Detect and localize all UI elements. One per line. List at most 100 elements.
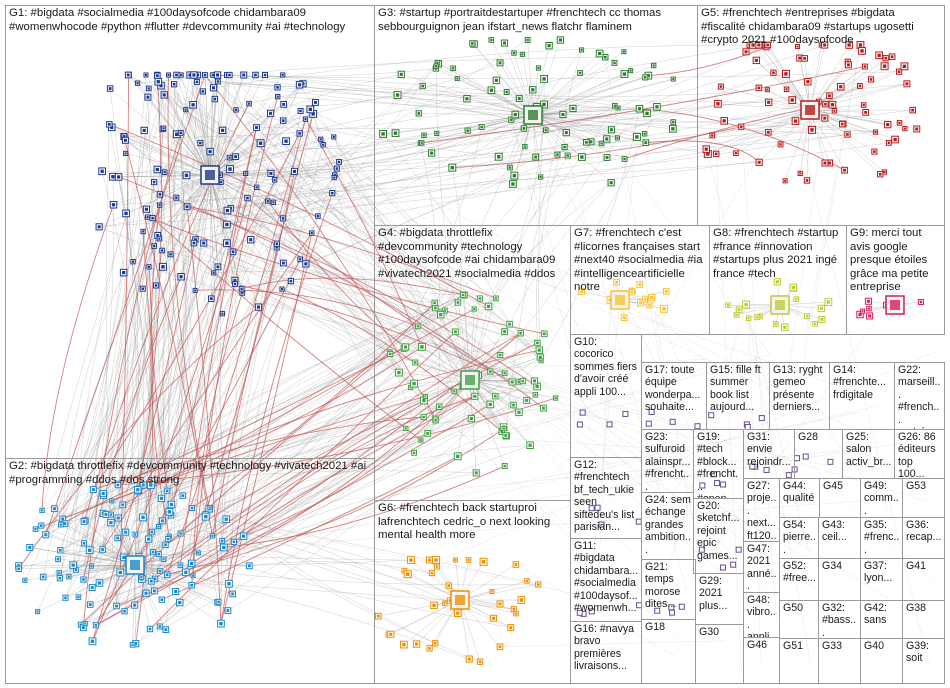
group-panel-g29: G29: 2021 plus...: [695, 573, 744, 625]
group-label-g54: G54: pierre...: [783, 519, 816, 556]
group-panel-g17: G17: toute équipe wonderpa... souhaite..…: [641, 362, 707, 430]
group-panel-g23: G23: sulfuroid alainspr... #frencht...: [641, 429, 694, 493]
group-label-g17: G17: toute équipe wonderpa... souhaite..…: [645, 364, 701, 414]
group-label-g48: G48: vibro... appli...: [747, 594, 776, 638]
group-label-g21: G21: temps morose dites...: [645, 561, 681, 611]
group-panel-g50: G50: [779, 600, 819, 639]
group-panel-g49: G49: comm...: [860, 478, 903, 518]
group-label-g15: G15: fille ft summer book list aujourd..…: [710, 364, 761, 414]
group-label-g1: G1: #bigdata #socialmedia #100daysofcode…: [9, 7, 346, 33]
group-label-g33: G33: [822, 640, 843, 652]
group-label-g10: G10: cocorico sommes fiers d'avoir créé …: [574, 336, 637, 398]
group-panel-g14: G14: #frenchte... frdigitale: [829, 362, 895, 430]
group-panel-g25: G25: salon activ_br...: [842, 429, 895, 479]
group-label-g27: G27: proje... next... ft120...: [747, 480, 777, 542]
group-panel-g32: G32: #bass...: [818, 600, 861, 639]
group-panel-g4: G4: #bigdata throttlefix #devcommunity #…: [374, 225, 571, 501]
group-panel-g20: G20: sketchf... rejoint epic games...: [693, 498, 744, 574]
group-panel-g47: G47: 2021 anné...: [743, 541, 780, 593]
group-label-g50: G50: [783, 602, 804, 614]
group-panel-g6: G6: #frenchtech back startuproi lafrench…: [374, 500, 571, 684]
group-label-g7: G7: #frenchtech c'est #licornes français…: [574, 227, 703, 294]
group-label-g18: G18: [645, 621, 666, 633]
group-panel-g9: G9: merci tout avis google presque étoil…: [846, 225, 945, 335]
group-panel-g21: G21: temps morose dites...: [641, 559, 696, 620]
group-panel-g13: G13: ryght gemeo présente derniers...: [769, 362, 830, 430]
group-label-g6: G6: #frenchtech back startuproi lafrench…: [378, 502, 551, 542]
group-panel-g30: G30: [695, 624, 744, 684]
group-label-g2: G2: #bigdata throttlefix #devcommunity #…: [9, 460, 367, 486]
group-panel-g43: G43: ceil...: [818, 517, 861, 559]
group-panel-g28: G28: [794, 429, 843, 479]
group-panel-g16: G16: #navya bravo premières livraisons..…: [570, 621, 642, 684]
group-label-g28: G28: [798, 431, 819, 443]
group-label-g40: G40: [864, 640, 885, 652]
group-label-g16: G16: #navya bravo premières livraisons..…: [574, 623, 635, 673]
group-panel-g5: G5: #frenchtech #entreprises #bigdata #f…: [697, 5, 945, 226]
group-panel-g35: G35: #frenc...: [860, 517, 903, 559]
group-label-g47: G47: 2021 anné...: [747, 543, 777, 593]
group-panel-g24: G24: sem échange grandes ambition...: [641, 492, 694, 560]
group-label-g49: G49: comm...: [864, 480, 899, 517]
group-label-g20: G20: sketchf... rejoint epic games...: [697, 500, 740, 562]
group-label-g52: G52: #free...: [783, 560, 816, 585]
group-label-g30: G30: [699, 626, 720, 638]
group-label-g5: G5: #frenchtech #entreprises #bigdata #f…: [701, 7, 914, 47]
group-panel-g46: G46: [743, 637, 780, 684]
group-panel-g42: G42: sans: [860, 600, 903, 639]
group-label-g24: G24: sem échange grandes ambition...: [645, 494, 691, 556]
group-label-g37: G37: lyon...: [864, 560, 893, 585]
group-panel-g19: G19: #tech #block... #frencht... #open..…: [693, 429, 744, 499]
group-panel-g36: G36: recap...: [902, 517, 945, 559]
group-panel-g54: G54: pierre...: [779, 517, 819, 559]
group-label-g53: G53: [906, 480, 927, 492]
group-panel-g48: G48: vibro... appli...: [743, 592, 780, 638]
group-label-g19: G19: #tech #block... #frencht... #open..…: [697, 431, 739, 498]
group-panel-g41: G41: [902, 558, 945, 601]
group-panel-g2: G2: #bigdata throttlefix #devcommunity #…: [5, 458, 375, 684]
group-label-g32: G32: #bass...: [822, 602, 857, 639]
group-label-g14: G14: #frenchte... frdigitale: [833, 364, 886, 401]
group-label-g3: G3: #startup #portraitdestartuper #frenc…: [378, 7, 662, 33]
group-panel-g15: G15: fille ft summer book list aujourd..…: [706, 362, 770, 430]
group-panel-g27: G27: proje... next... ft120...: [743, 478, 780, 542]
group-panel-g39: G39: soit: [902, 638, 945, 684]
group-panel-g22: G22: marseill... #french... rentrée...: [894, 362, 945, 430]
group-label-g36: G36: recap...: [906, 519, 942, 544]
node-layer: [15, 36, 924, 665]
group-panel-g51: G51: [779, 638, 819, 684]
group-label-g12: G12: #frenchtech bf_tech_ukie seen sifte…: [574, 459, 635, 534]
group-label-g11: G11: #bigdata chidambara... #socialmedia…: [574, 540, 639, 615]
group-label-g39: G39: soit: [906, 640, 929, 665]
group-label-g26: G26: 86 éditeurs top 100...: [898, 431, 936, 479]
group-label-g44: G44: qualité: [783, 480, 815, 505]
group-label-g8: G8: #frenchtech #startup #france #innova…: [713, 227, 839, 280]
group-panel-g18: G18: [641, 619, 696, 684]
group-label-g9: G9: merci tout avis google presque étoil…: [850, 227, 929, 294]
group-panel-g44: G44: qualité: [779, 478, 820, 518]
group-label-g25: G25: salon activ_br...: [846, 431, 892, 468]
group-panel-g31: G31: envie rejoindr...: [743, 429, 795, 479]
group-label-g51: G51: [783, 640, 804, 652]
group-label-g35: G35: #frenc...: [864, 519, 900, 556]
group-label-g22: G22: marseill... #french... rentrée...: [898, 364, 941, 429]
group-label-g46: G46: [747, 639, 768, 651]
group-panel-g34: G34: [818, 558, 861, 601]
group-label-g45: G45: [823, 480, 844, 492]
group-label-g41: G41: [906, 560, 927, 572]
group-panel-g7: G7: #frenchtech c'est #licornes français…: [570, 225, 710, 335]
group-panel-g45: G45: [819, 478, 861, 518]
group-panel-g8: G8: #frenchtech #startup #france #innova…: [709, 225, 847, 335]
group-panel-g37: G37: lyon...: [860, 558, 903, 601]
group-label-g23: G23: sulfuroid alainspr... #frencht...: [645, 431, 691, 493]
group-label-g34: G34: [822, 560, 843, 572]
group-panel-g1: G1: #bigdata #socialmedia #100daysofcode…: [5, 5, 375, 459]
group-panel-g40: G40: [860, 638, 903, 684]
group-label-g31: G31: envie rejoindr...: [747, 431, 791, 468]
group-label-g38: G38: [906, 602, 927, 614]
group-panel-g53: G53: [902, 478, 945, 518]
group-panel-g12: G12: #frenchtech bf_tech_ukie seen sifte…: [570, 457, 642, 539]
group-panel-g10: G10: cocorico sommes fiers d'avoir créé …: [570, 334, 642, 458]
group-label-g43: G43: ceil...: [822, 519, 847, 544]
